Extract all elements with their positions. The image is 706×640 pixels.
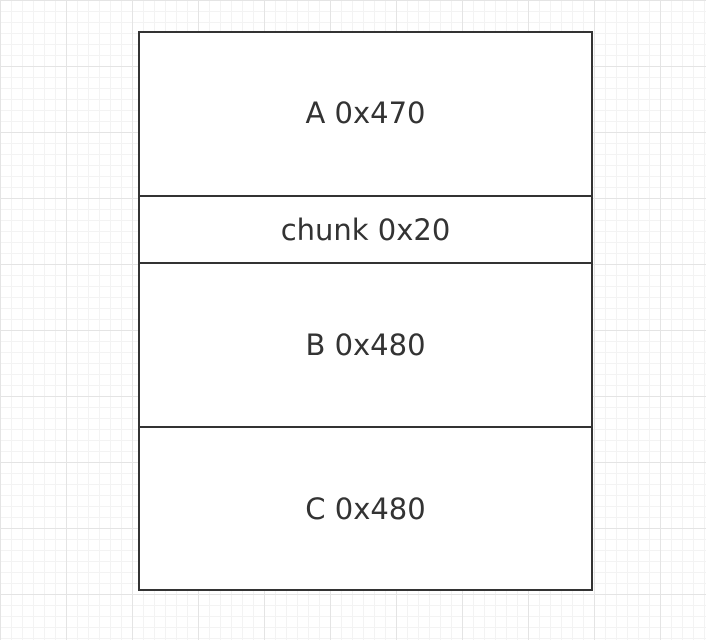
small-chunk-block: chunk 0x20 <box>140 197 591 264</box>
chunk-c-label: C 0x480 <box>305 491 426 526</box>
chunk-b-label: B 0x480 <box>305 328 426 362</box>
chunk-c-block: C 0x480 <box>140 428 591 589</box>
chunk-a-label: A 0x470 <box>305 96 426 130</box>
small-chunk-label: chunk 0x20 <box>280 212 451 247</box>
chunk-b-block: B 0x480 <box>140 264 591 428</box>
memory-layout-stack: A 0x470 chunk 0x20 B 0x480 C 0x480 <box>138 31 593 591</box>
chunk-a-block: A 0x470 <box>140 33 591 197</box>
